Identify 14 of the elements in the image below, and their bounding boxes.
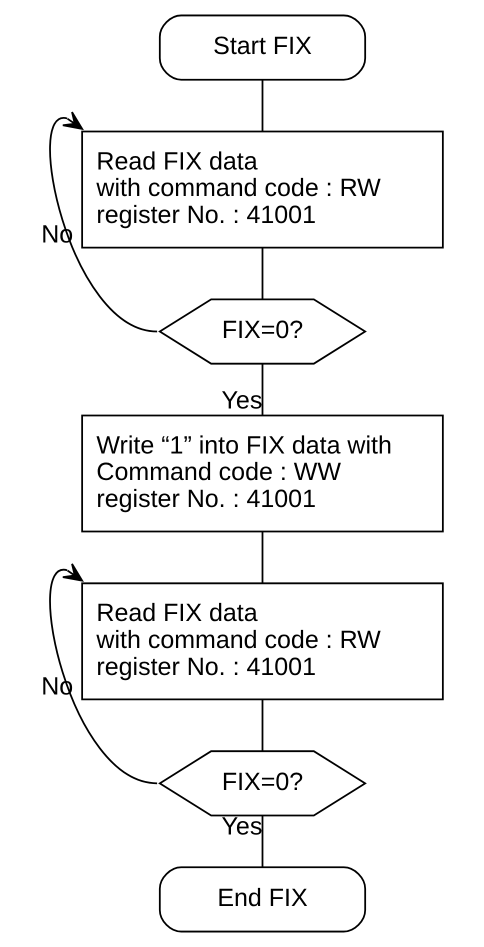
node-box: Read FIX data with command code : RW register No. : 41001 — [81, 582, 444, 700]
node-box: Read FIX data with command code : RW register No. : 41001 — [81, 130, 444, 248]
connector — [262, 80, 264, 131]
connector — [262, 532, 264, 583]
node-box: Write “1” into FIX data with Command code : WW register No. : 41001 — [81, 414, 444, 532]
connector — [262, 699, 264, 752]
arrow — [49, 562, 158, 784]
node-box: End FIX — [158, 866, 366, 932]
connector — [262, 364, 264, 415]
arrow — [49, 111, 158, 332]
connector — [262, 248, 264, 300]
edge-label: Yes — [222, 386, 262, 415]
connector — [262, 816, 264, 867]
node-box: Start FIX — [158, 14, 366, 81]
